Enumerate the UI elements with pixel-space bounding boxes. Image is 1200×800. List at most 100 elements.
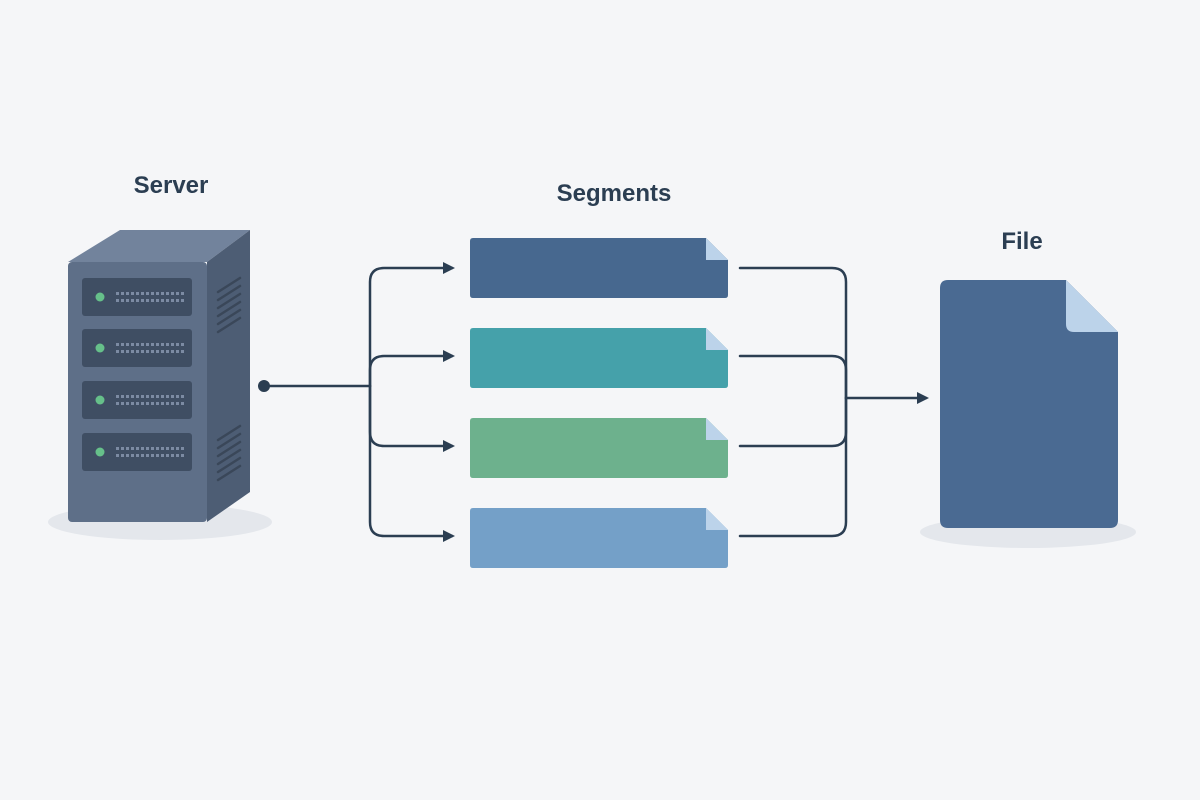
vent-dot: [176, 447, 179, 450]
vent-dot: [121, 343, 124, 346]
vent-dot: [181, 447, 184, 450]
server-top-face: [68, 230, 250, 262]
segment-fold: [706, 418, 728, 440]
segment-bar: [470, 418, 728, 478]
vent-dot: [171, 402, 174, 405]
vent-dot: [166, 299, 169, 302]
vent-dot: [141, 454, 144, 457]
vent-dot: [121, 299, 124, 302]
vent-dot: [116, 454, 119, 457]
vent-dot: [136, 454, 139, 457]
vent-dot: [136, 292, 139, 295]
segment-bar: [470, 238, 728, 298]
vent-dot: [126, 454, 129, 457]
server-bay: [82, 381, 192, 419]
vent-dot: [176, 343, 179, 346]
vent-dot: [126, 343, 129, 346]
vent-dot: [141, 402, 144, 405]
vent-dot: [131, 299, 134, 302]
vent-dot: [146, 395, 149, 398]
segment-2: [470, 328, 728, 388]
vent-dot: [131, 402, 134, 405]
vent-dot: [166, 343, 169, 346]
vent-dot: [141, 350, 144, 353]
vent-dot: [171, 350, 174, 353]
vent-dot: [181, 292, 184, 295]
vent-dot: [161, 292, 164, 295]
status-led: [95, 447, 105, 457]
vent-dot: [146, 343, 149, 346]
segments-label: Segments: [556, 180, 672, 207]
vent-dot: [146, 292, 149, 295]
bay-panel: [82, 329, 192, 367]
vent-dot: [121, 292, 124, 295]
segment-fold: [706, 508, 728, 530]
vent-dot: [141, 292, 144, 295]
vent-dot: [126, 292, 129, 295]
vent-dot: [116, 395, 119, 398]
vent-dot: [146, 447, 149, 450]
vent-dot: [171, 292, 174, 295]
vent-dot: [161, 447, 164, 450]
file-fold: [1066, 280, 1118, 332]
server-bays: [82, 278, 192, 471]
segment-bar: [470, 328, 728, 388]
vent-dot: [161, 395, 164, 398]
vent-dot: [156, 402, 159, 405]
vent-dot: [176, 395, 179, 398]
status-led: [95, 343, 105, 353]
vent-dot: [156, 299, 159, 302]
vent-dot: [116, 343, 119, 346]
vent-dot: [141, 299, 144, 302]
vent-dot: [176, 350, 179, 353]
server-bay: [82, 278, 192, 316]
side-vent-slot: [216, 424, 242, 442]
vent-dot: [161, 350, 164, 353]
merge-line-4: [738, 396, 848, 538]
vent-dot: [176, 299, 179, 302]
vent-dot: [156, 350, 159, 353]
vent-dot: [166, 447, 169, 450]
vent-dot: [151, 350, 154, 353]
bay-panel: [82, 433, 192, 471]
vent-dot: [116, 350, 119, 353]
vent-dot: [126, 402, 129, 405]
vent-dot: [116, 447, 119, 450]
file-label: File: [1001, 228, 1043, 255]
vent-dot: [171, 395, 174, 398]
segment-fold: [706, 328, 728, 350]
server-side-face: [207, 230, 250, 522]
vent-dot: [166, 292, 169, 295]
vent-dot: [126, 447, 129, 450]
server-vents: [216, 276, 242, 482]
vent-dot: [126, 350, 129, 353]
vent-dot: [136, 447, 139, 450]
side-vent-slot: [216, 276, 242, 294]
vent-dot: [141, 395, 144, 398]
vent-dot: [121, 395, 124, 398]
vent-dot: [181, 402, 184, 405]
merge-line-3: [738, 396, 848, 448]
vent-dot: [146, 350, 149, 353]
side-vent-slot: [216, 440, 242, 458]
vent-dot: [156, 343, 159, 346]
vent-dot: [151, 292, 154, 295]
vent-dot: [166, 402, 169, 405]
vent-dot: [121, 350, 124, 353]
server-label: Server: [133, 172, 209, 199]
vent-dot: [156, 454, 159, 457]
split-arrow-3: [368, 384, 455, 452]
bay-panel: [82, 278, 192, 316]
vent-dot: [121, 402, 124, 405]
vent-dot: [166, 350, 169, 353]
vent-dot: [136, 350, 139, 353]
vent-dot: [171, 343, 174, 346]
vent-dot: [151, 454, 154, 457]
split-arrow-2: [368, 350, 455, 388]
vent-dot: [131, 395, 134, 398]
server-icon: [48, 230, 272, 540]
vent-dot: [146, 454, 149, 457]
vent-dot: [156, 447, 159, 450]
server-bay: [82, 433, 192, 471]
